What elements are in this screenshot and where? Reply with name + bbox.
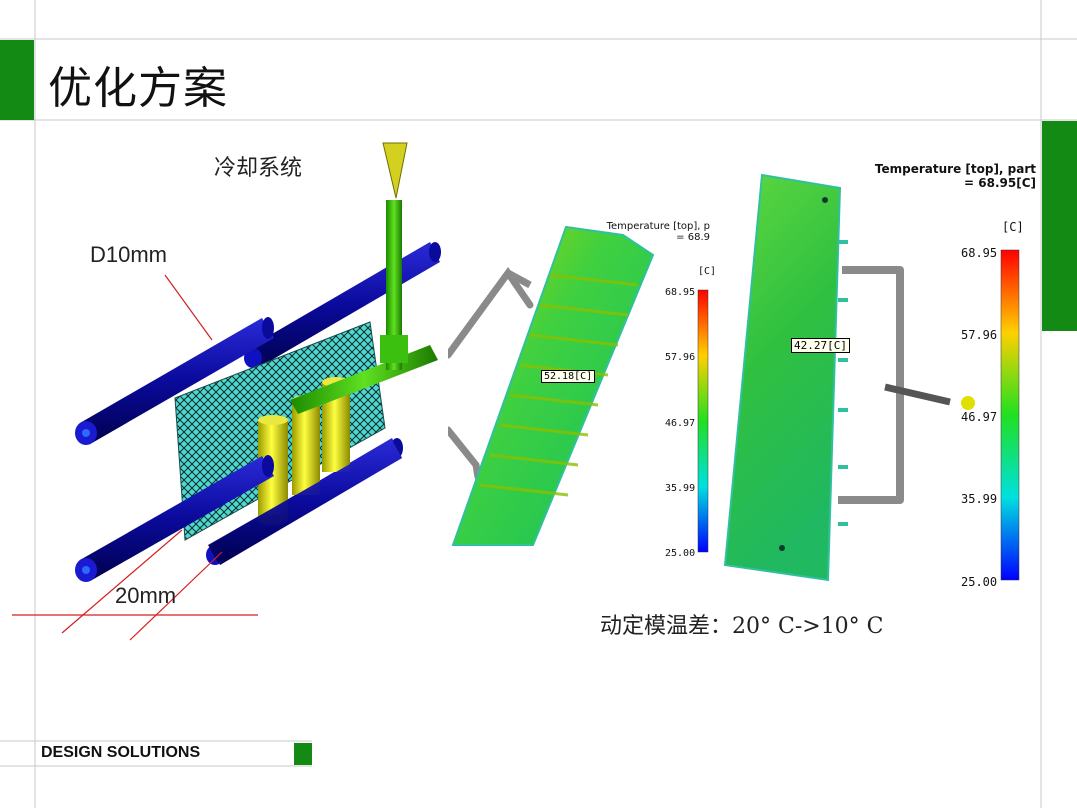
small-plot-tick-1: 57.96 — [665, 352, 696, 363]
temperature-difference-text: 动定模温差：20° C->10° C — [600, 614, 884, 639]
pipe-diameter-label: D10mm — [90, 242, 168, 267]
cooling-pipe-front-bottom — [75, 455, 274, 582]
large-plot-unit: [C] — [1002, 220, 1024, 234]
accent-bar-left — [0, 40, 34, 120]
temperature-plot-small — [448, 225, 709, 553]
small-plot-tick-4: 25.00 — [665, 548, 696, 559]
dimension-annotations — [12, 274, 258, 641]
large-plot-tick-1: 57.96 — [961, 328, 998, 342]
large-plot-probe-label: 42.27[C] — [791, 338, 850, 353]
cooling-system-label: 冷却系统 — [214, 156, 303, 181]
small-plot-probe-label: 52.18[C] — [541, 370, 596, 383]
cooling-system-figure — [12, 142, 441, 641]
large-plot-header-line1: Temperature [top], part — [874, 162, 1036, 176]
footer-accent-square — [294, 743, 312, 765]
small-plot-header-line1: Temperature [top], p — [606, 221, 710, 232]
sprue-cone — [382, 142, 408, 199]
cooling-pipe-front-top — [75, 317, 274, 445]
small-plot-tick-3: 35.99 — [665, 483, 696, 494]
small-plot-unit: [C] — [698, 266, 717, 277]
large-plot-tick-4: 25.00 — [961, 575, 998, 589]
large-plot-tick-2: 46.97 — [961, 410, 998, 424]
large-plot-tick-3: 35.99 — [961, 492, 998, 506]
footer-design-solutions: DESIGN SOLUTIONS — [41, 744, 201, 761]
cooling-pipe-middle-bottom — [208, 440, 402, 563]
pipe-spacing-label: 20mm — [115, 583, 177, 608]
accent-bar-right — [1042, 121, 1077, 331]
green-runner — [290, 200, 438, 414]
temperature-plot-large — [723, 173, 1020, 582]
small-plot-tick-2: 46.97 — [665, 418, 696, 429]
small-plot-header-line2: = 68.9 — [676, 232, 710, 243]
large-plot-tick-0: 68.95 — [961, 246, 998, 260]
small-plot-tick-0: 68.95 — [665, 287, 696, 298]
large-plot-header-line2: = 68.95[C] — [964, 176, 1036, 190]
slide-title: 优化方案 — [48, 63, 228, 114]
